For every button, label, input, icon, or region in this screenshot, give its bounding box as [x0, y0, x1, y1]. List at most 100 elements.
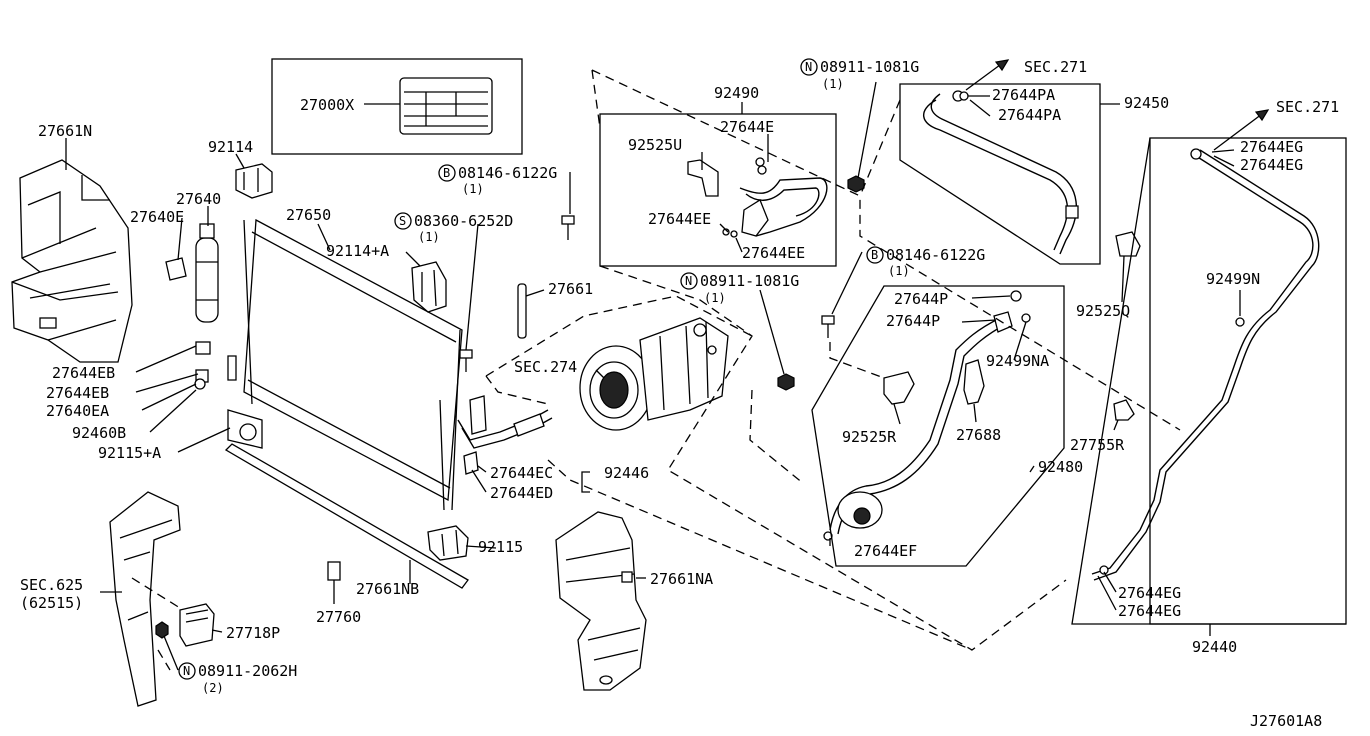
label-92114a: 92114+A	[326, 242, 389, 260]
label-27661: 27661	[548, 280, 593, 298]
label-92450: 92450	[1124, 94, 1169, 112]
label-92525U: 92525U	[628, 136, 682, 154]
label-27661NA: 27661NA	[650, 570, 713, 588]
condenser[interactable]	[227, 218, 463, 511]
seal-27661[interactable]	[517, 283, 527, 339]
bolt-08146-a[interactable]	[561, 215, 575, 240]
label-27718P: 27718P	[226, 624, 280, 642]
label-27644EG-1: 27644EG	[1240, 138, 1303, 156]
label-box	[271, 58, 523, 155]
bracket-92115[interactable]	[427, 525, 469, 561]
label-27644EF: 27644EF	[854, 542, 917, 560]
label-27640: 27640	[176, 190, 221, 208]
svg-text:B: B	[443, 166, 450, 180]
label-92446: 92446	[604, 464, 649, 482]
sensor-27718p[interactable]	[179, 603, 215, 647]
clamp-27755r[interactable]	[1113, 399, 1135, 421]
frame-92490	[599, 113, 837, 267]
part-27688[interactable]	[963, 359, 985, 405]
label-92460B: 92460B	[72, 424, 126, 442]
label-27760: 27760	[316, 608, 361, 626]
label-92525R: 92525R	[842, 428, 897, 446]
label-92490: 92490	[714, 84, 759, 102]
label-27640EA: 27640EA	[46, 402, 109, 420]
pipe-92440[interactable]	[1091, 148, 1320, 581]
bracket-92114a[interactable]	[411, 261, 447, 313]
leader-lines	[65, 81, 1241, 671]
label-08146-b: 08146-6122G	[886, 246, 985, 264]
label-sec271-a: SEC.271	[1024, 58, 1087, 76]
part-27760[interactable]	[327, 561, 341, 581]
condenser-side-shroud-left[interactable]	[11, 159, 133, 363]
nut-08911-a[interactable]	[847, 175, 865, 193]
frame-92440	[1071, 137, 1347, 625]
nut-symbol-n-2: N	[680, 272, 698, 290]
label-27644EG-4: 27644EG	[1118, 602, 1181, 620]
label-08911-2062H: 08911-2062H	[198, 662, 297, 680]
bolt-08146-b[interactable]	[821, 315, 835, 338]
label-27644EE-1: 27644EE	[648, 210, 711, 228]
radiator-core-support[interactable]	[109, 491, 181, 707]
bolt-symbol-b-2: B	[866, 246, 884, 264]
label-92499NA: 92499NA	[986, 352, 1049, 370]
clamp-92525q[interactable]	[1115, 231, 1141, 257]
label-27644P-1: 27644P	[894, 290, 948, 308]
label-sec271-b: SEC.271	[1276, 98, 1339, 116]
nut-symbol-n-1: N	[800, 58, 818, 76]
label-27650: 27650	[286, 206, 331, 224]
arrow-sec271-b	[1213, 109, 1270, 151]
label-27661NB: 27661NB	[356, 580, 419, 598]
label-08911-a-qty: (1)	[822, 77, 844, 91]
label-92115: 92115	[478, 538, 523, 556]
label-27755R: 27755R	[1070, 436, 1125, 454]
label-08911-a: 08911-1081G	[820, 58, 919, 76]
label-08146-a: 08146-6122G	[458, 164, 557, 182]
frame-92480	[811, 285, 1065, 567]
label-27640E: 27640E	[130, 208, 184, 226]
compressor[interactable]	[579, 317, 729, 431]
svg-text:N: N	[805, 60, 812, 74]
nut-symbol-n-3: N	[178, 662, 196, 680]
label-92525Q: 92525Q	[1076, 302, 1130, 320]
label-27000X: 27000X	[300, 96, 354, 114]
hose-92490[interactable]	[722, 157, 828, 238]
svg-text:B: B	[871, 248, 878, 262]
nut-08911-2062h[interactable]	[155, 621, 169, 639]
hose-92480[interactable]	[823, 290, 1031, 541]
label-27644EB-1: 27644EB	[52, 364, 115, 382]
label-27644E: 27644E	[720, 118, 774, 136]
label-08360: 08360-6252D	[414, 212, 513, 230]
svg-text:S: S	[399, 214, 406, 228]
bolt-symbol-b-1: B	[438, 164, 456, 182]
label-27644P-2: 27644P	[886, 312, 940, 330]
label-08146-a-qty: (1)	[462, 182, 484, 196]
label-27661N: 27661N	[38, 122, 92, 140]
svg-text:N: N	[183, 664, 190, 678]
svg-text:N: N	[685, 274, 692, 288]
label-62515: (62515)	[20, 594, 83, 612]
label-08911-b: 08911-1081G	[700, 272, 799, 290]
label-92499N: 92499N	[1206, 270, 1260, 288]
hose-92450[interactable]	[923, 90, 1079, 255]
bracket-92525r[interactable]	[883, 371, 915, 405]
bracket-92114[interactable]	[235, 163, 273, 199]
label-08911-2062H-qty: (2)	[202, 681, 224, 695]
label-sec274: SEC.274	[514, 358, 577, 376]
pipe-92446[interactable]	[457, 395, 553, 475]
condenser-side-shroud-right[interactable]	[555, 511, 647, 691]
dashed-sensor-bracket	[131, 577, 181, 671]
receiver-drier[interactable]	[194, 223, 219, 390]
dashed-system-outline	[485, 69, 1181, 651]
bolt-symbol-s-1: S	[394, 212, 412, 230]
label-27644PA-1: 27644PA	[992, 86, 1055, 104]
bracket-92525u[interactable]	[687, 159, 719, 197]
seal-strip-27661nb[interactable]	[224, 443, 469, 589]
label-27644EE-2: 27644EE	[742, 244, 805, 262]
bolt-08360[interactable]	[459, 349, 473, 372]
label-27644EG-2: 27644EG	[1240, 156, 1303, 174]
nut-08911-b[interactable]	[777, 373, 795, 391]
label-92480: 92480	[1038, 458, 1083, 476]
clip-27640E[interactable]	[165, 257, 187, 281]
label-27644PA-2: 27644PA	[998, 106, 1061, 124]
